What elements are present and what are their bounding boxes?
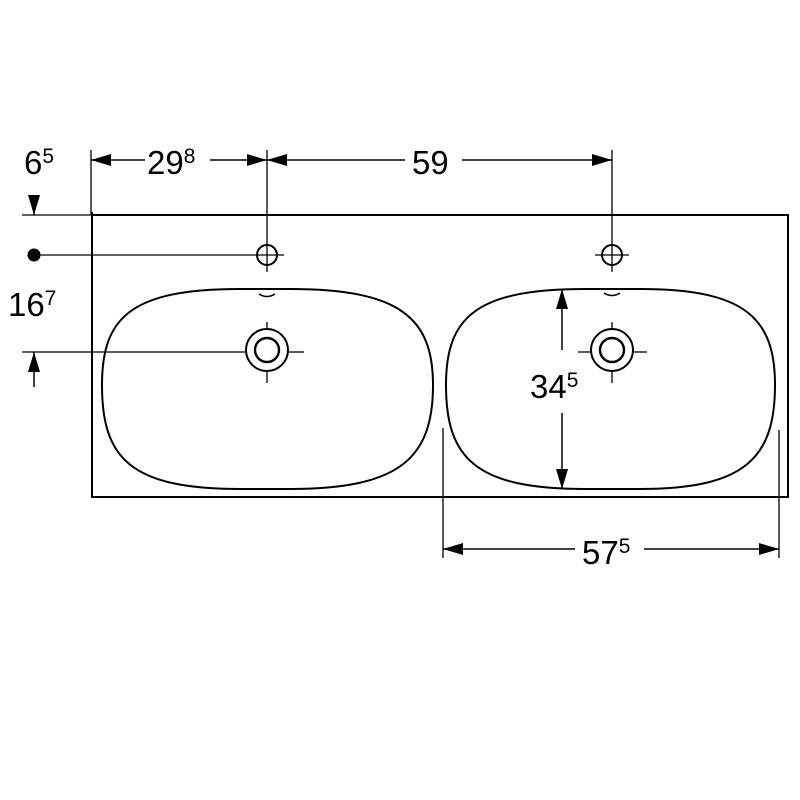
left-drain-icon — [226, 322, 304, 383]
right-overflow-icon — [603, 292, 621, 297]
dim-label-tap-hole-spacing: 59 — [412, 144, 449, 181]
dim-label-hole-depth: 167 — [8, 286, 56, 323]
dim-label-bowl-width: 575 — [582, 534, 630, 571]
left-tap-hole-icon — [250, 238, 284, 272]
right-tap-hole-icon — [595, 238, 629, 272]
left-bowl-outline — [100, 288, 435, 490]
dim-label-bowl-depth: 345 — [530, 368, 578, 405]
left-overflow-icon — [258, 293, 276, 298]
tap-axis-dot-icon — [27, 248, 41, 262]
right-drain-icon — [578, 322, 647, 383]
dim-label-top-offset: 65 — [24, 144, 54, 181]
countertop-outline — [91, 212, 789, 498]
right-bowl-outline — [444, 288, 777, 490]
dim-label-left-tap-hole: 298 — [147, 144, 195, 181]
